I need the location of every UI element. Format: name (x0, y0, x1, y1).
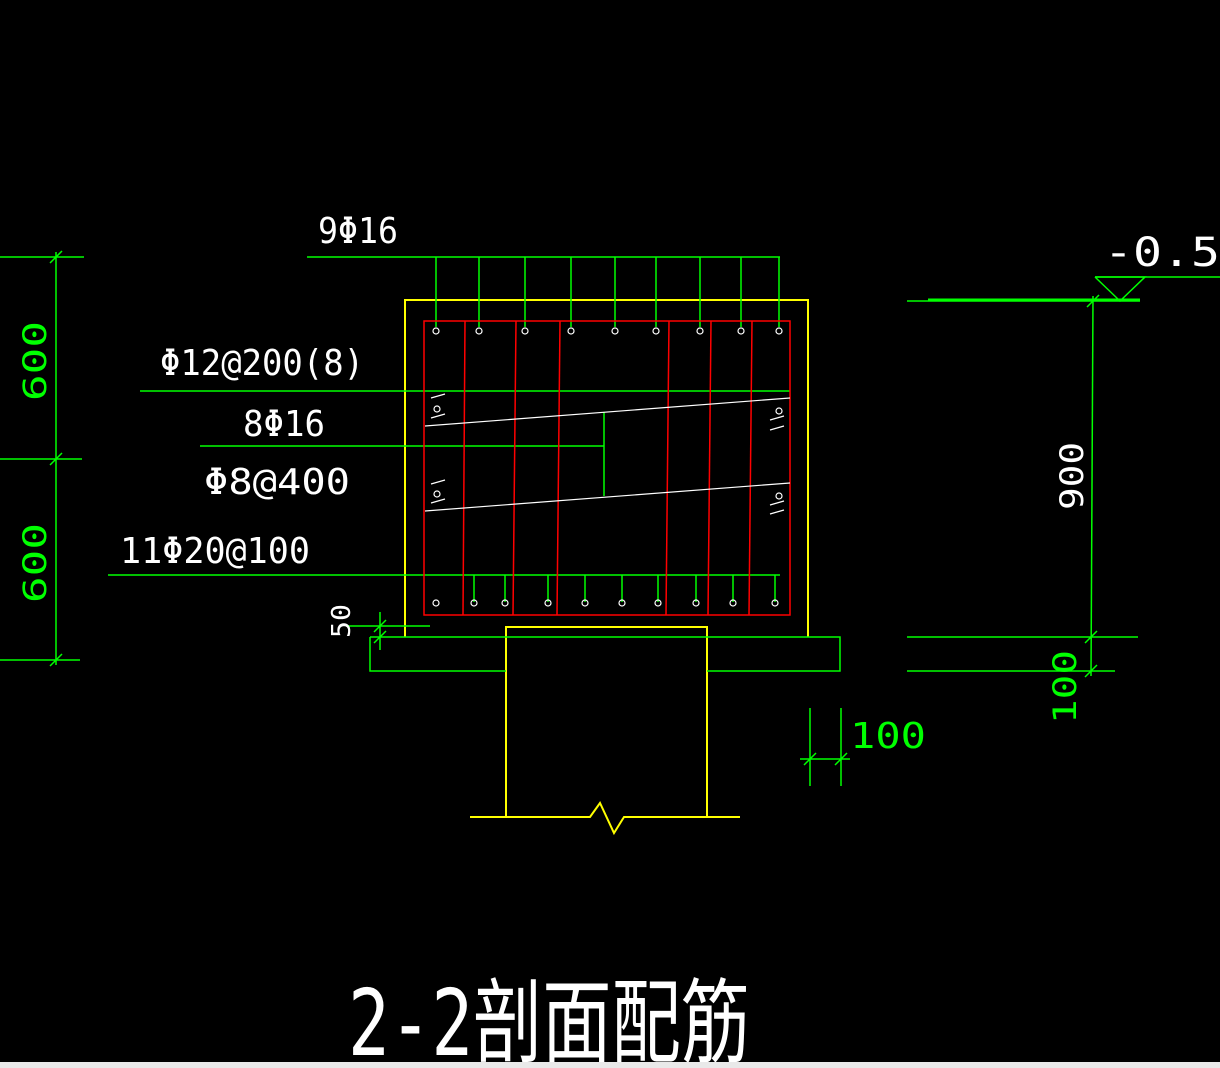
rebar-bars (432, 327, 783, 607)
label-bottom-bars: 11Φ20@100 (120, 531, 310, 572)
side-bar (775, 492, 783, 500)
bottom-bar (692, 599, 700, 607)
dim-left-lower: 600 (16, 523, 54, 603)
dim-bed: 100 (1046, 650, 1084, 724)
top-bar (696, 327, 704, 335)
stirrup-outer (423, 320, 791, 616)
bottom-bar (470, 599, 478, 607)
beam-outline (404, 299, 809, 637)
top-bar (567, 327, 575, 335)
bottom-bar (432, 599, 440, 607)
rebar-cage (423, 320, 791, 616)
drawing-title: 2-2剖面配筋 (348, 970, 750, 1068)
side-bar (433, 490, 441, 498)
top-bar (521, 327, 529, 335)
bottom-bar (618, 599, 626, 607)
dim-offset: 100 (850, 716, 926, 757)
break-line (470, 801, 740, 836)
dimension-lines (0, 250, 1220, 786)
top-bar (652, 327, 660, 335)
top-bar (737, 327, 745, 335)
dim-left-upper: 600 (16, 321, 54, 401)
top-bar (775, 327, 783, 335)
label-top-bars: 9Φ16 (318, 211, 398, 252)
bottom-bar (729, 599, 737, 607)
label-side-bars: 8Φ16 (243, 404, 325, 445)
side-bar (775, 407, 783, 415)
top-bar (611, 327, 619, 335)
bottom-bar (654, 599, 662, 607)
label-stirrups: Φ12@200(8) (160, 343, 364, 384)
label-ties: Φ8@400 (204, 462, 350, 503)
side-bar (433, 405, 441, 413)
elevation-label: -0.5 (1104, 230, 1220, 276)
top-bar (432, 327, 440, 335)
top-bar (475, 327, 483, 335)
column-outline (505, 626, 708, 817)
dim-height: 900 (1053, 442, 1091, 510)
status-strip (0, 1062, 1220, 1068)
bottom-bar (544, 599, 552, 607)
ties (424, 393, 791, 515)
concrete-outline (404, 299, 809, 836)
dim-cover: 50 (327, 604, 357, 638)
bottom-bar (771, 599, 779, 607)
bottom-bar (501, 599, 509, 607)
bottom-bar (581, 599, 589, 607)
